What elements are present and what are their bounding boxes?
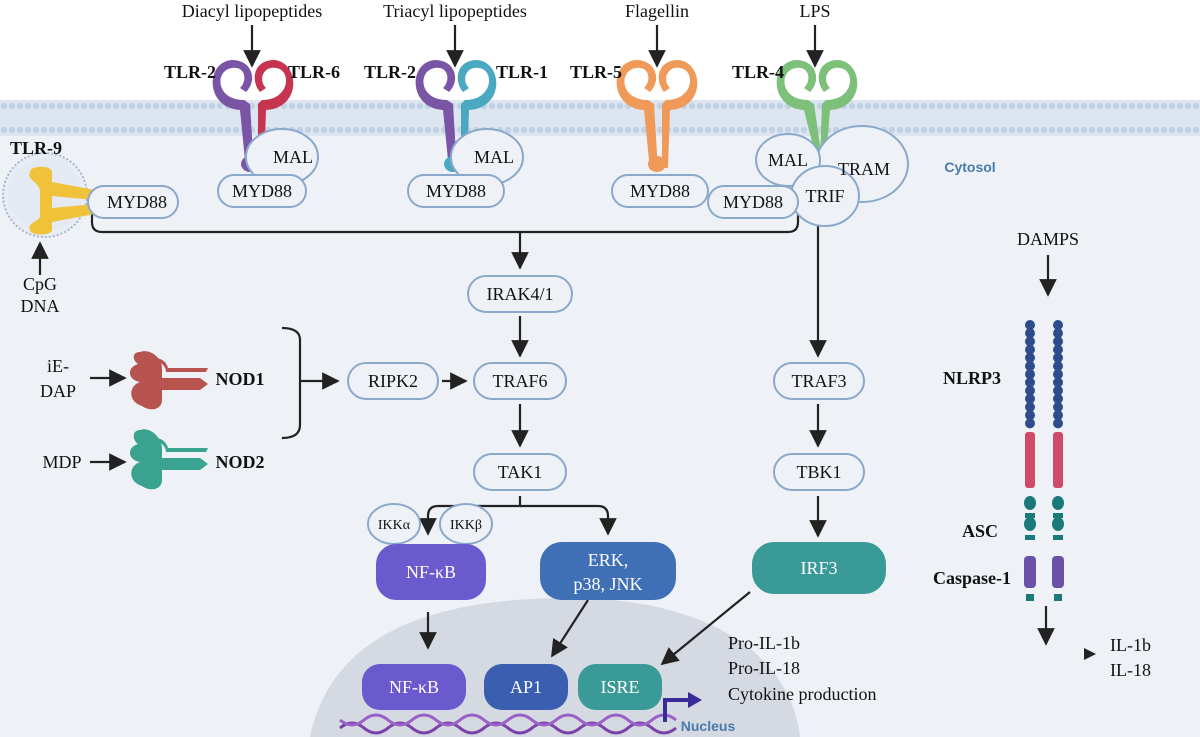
irf3-node [752,542,886,594]
text-mal-2: MAL [474,147,514,167]
irak-node [467,275,573,313]
text-myd88-1: MYD88 [232,181,292,201]
tlr5-receptor-icon [616,60,698,172]
text-mal-3: MAL [768,150,808,170]
label-tlr6: TLR-6 [288,62,340,82]
nlrp3-inflammasome-1 [1024,320,1036,601]
text-il18: IL-18 [1110,660,1151,680]
ligand-iedap-1: iE- [47,356,69,376]
text-tbk1: TBK1 [797,462,842,482]
text-myd88-9: MYD88 [107,192,167,212]
ligand-flagellin: Flagellin [625,1,689,21]
text-erk-1: ERK, [588,550,629,570]
text-tak1: TAK1 [498,462,543,482]
erk-node [540,542,676,600]
text-myd88-2: MYD88 [426,181,486,201]
ligand-iedap-2: DAP [40,381,76,401]
text-myd88-4: MYD88 [723,192,783,212]
label-tlr1: TLR-1 [496,62,548,82]
label-nlrp3: NLRP3 [943,368,1001,388]
label-nod1: NOD1 [216,369,265,389]
text-ikka: IKKα [378,518,411,533]
text-il1b: IL-1b [1110,635,1151,655]
myd88-node-2 [407,174,505,208]
label-nucleus: Nucleus [681,718,736,734]
ligand-diacyl: Diacyl lipopeptides [182,1,322,21]
isre-node [578,664,662,710]
ap1-node [484,664,568,710]
text-irak: IRAK4/1 [487,284,554,304]
label-tlr9: TLR-9 [10,138,62,158]
dna-strand-2 [339,713,677,727]
text-erk-2: p38, JNK [573,574,642,594]
ligand-dna: DNA [21,296,60,316]
text-traf3: TRAF3 [791,371,846,391]
text-ap1: AP1 [510,677,542,697]
label-tlr5: TLR-5 [570,62,622,82]
nlrp3-inflammasome-2 [1052,320,1064,601]
membrane-lipids [0,102,1200,134]
text-trif: TRIF [805,186,844,206]
plasma-membrane [0,100,1200,136]
text-traf6: TRAF6 [492,371,547,391]
traf6-node [473,362,567,400]
label-tlr4: TLR-4 [732,62,784,82]
nod1-receptor-icon [129,351,208,410]
ligand-triacyl: Triacyl lipopeptides [383,1,527,21]
label-asc: ASC [962,521,998,541]
label-cytosol: Cytosol [944,159,995,175]
text-irf3: IRF3 [800,558,837,578]
text-ikkb: IKKβ [450,518,482,533]
text-isre: ISRE [600,677,639,697]
tak1-node [473,453,567,491]
text-nucleus-nfkb: NF-κB [389,677,439,697]
label-tlr2-a: TLR-2 [164,62,216,82]
nfkb-node [376,544,486,600]
traf3-node [773,362,865,400]
text-pro-il1b: Pro-IL-1b [728,633,800,653]
text-nfkb: NF-κB [406,562,456,582]
text-cytokine: Cytokine production [728,684,876,704]
myd88-node-3 [611,174,709,208]
label-tlr2-b: TLR-2 [364,62,416,82]
ikka-node [367,503,421,545]
tlr9-endosome-icon [2,152,95,238]
text-tram: TRAM [838,159,890,179]
ligand-lps: LPS [799,1,830,21]
ripk2-node [347,362,439,400]
ligand-damps: DAMPS [1017,229,1079,249]
text-mal-1: MAL [273,147,313,167]
tbk1-node [773,453,865,491]
ligand-mdp: MDP [42,452,81,472]
transcription-start-icon [663,698,690,722]
myd88-node-9 [87,185,179,219]
myd88-node-4 [707,185,799,219]
ligand-cpg: CpG [23,274,57,294]
nod2-receptor-icon [129,429,208,490]
text-ripk2: RIPK2 [368,371,418,391]
label-nod2: NOD2 [216,452,265,472]
text-myd88-3: MYD88 [630,181,690,201]
label-caspase: Caspase-1 [933,568,1011,588]
myd88-node-1 [217,174,307,208]
text-pro-il18: Pro-IL-18 [728,658,800,678]
nucleus-nfkb-node [362,664,466,710]
